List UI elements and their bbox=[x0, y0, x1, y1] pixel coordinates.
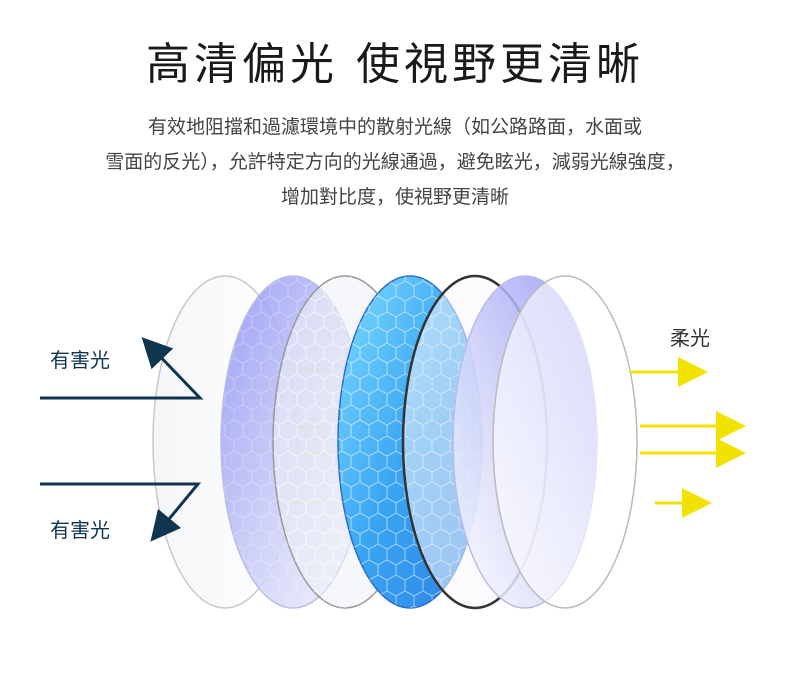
description-line-2: 雪面的反光），允許特定方向的光線通過，避免眩光，減弱光線強度， bbox=[105, 151, 685, 173]
description-line-3: 增加對比度，使視野更清晰 bbox=[280, 186, 509, 208]
soft-light-arrows bbox=[630, 357, 746, 518]
harmful-light-label-bottom: 有害光 bbox=[50, 518, 110, 542]
lens-layer-clear-3 bbox=[492, 275, 638, 609]
lens-layers-illustration bbox=[40, 274, 746, 610]
harmful-light-arrow-bottom bbox=[40, 482, 202, 542]
harmful-light-arrow-top bbox=[40, 337, 204, 400]
soft-light-label: 柔光 bbox=[670, 326, 710, 350]
harmful-light-label-top: 有害光 bbox=[50, 348, 110, 372]
description-line-1: 有效地阻擋和過濾環境中的散射光線（如公路路面，水面或 bbox=[147, 116, 642, 138]
page-title: 高清偏光 使視野更清晰 bbox=[146, 39, 644, 90]
description: 有效地阻擋和過濾環境中的散射光線（如公路路面，水面或 雪面的反光），允許特定方向… bbox=[0, 110, 790, 215]
polarized-lens-diagram: 有害光 有害光 柔光 bbox=[0, 250, 790, 674]
